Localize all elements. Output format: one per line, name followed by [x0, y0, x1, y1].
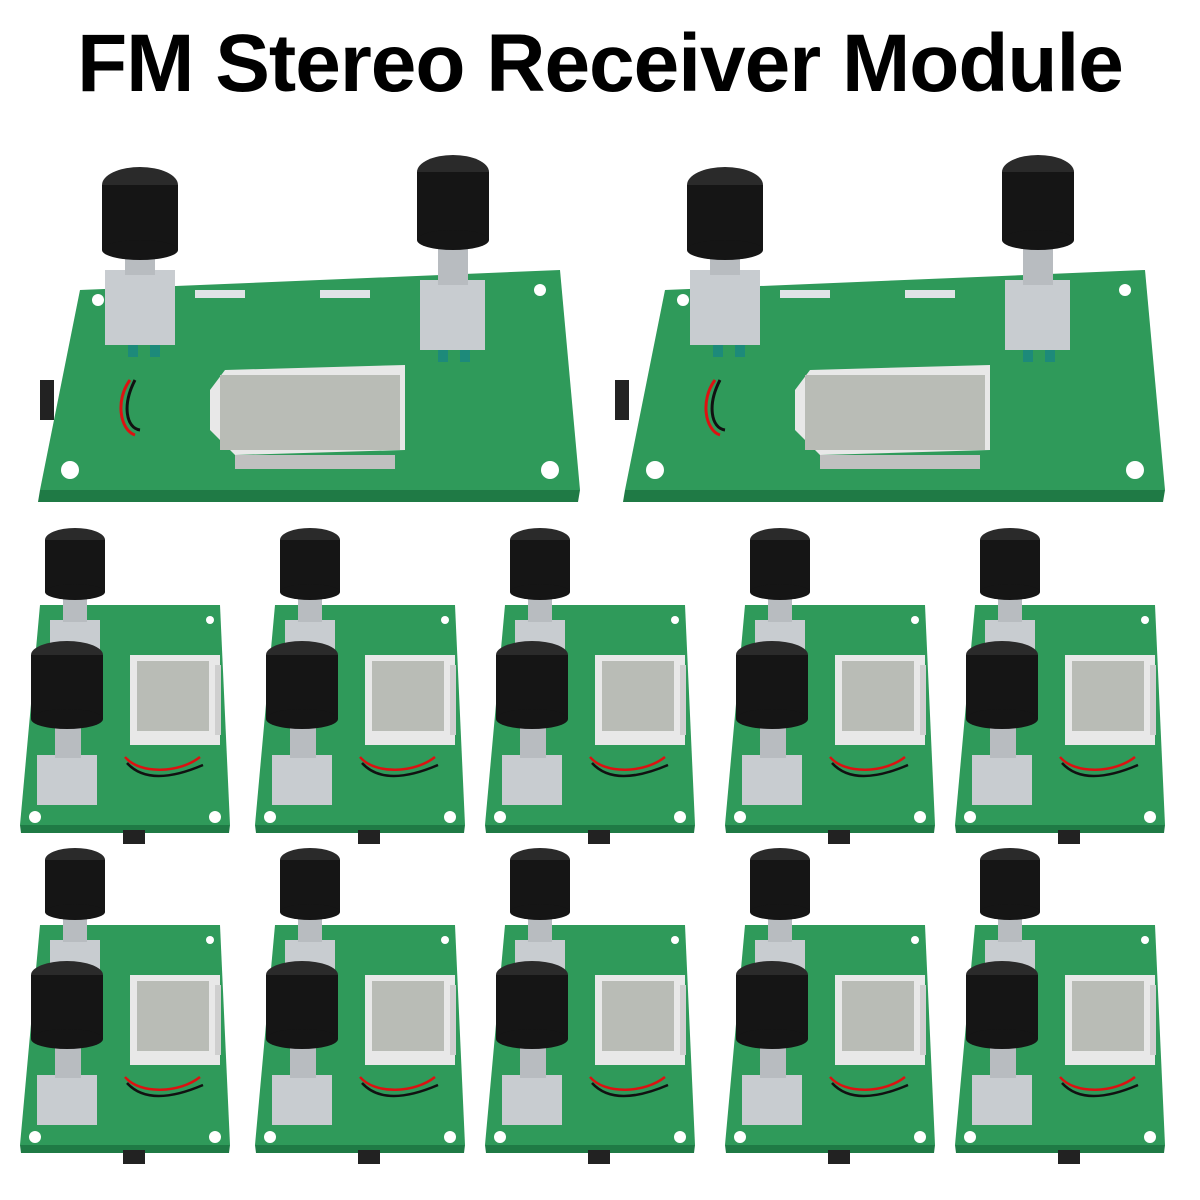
module-photo-small-9: [720, 845, 950, 1165]
module-photo-small-1: [15, 525, 245, 845]
headline: FM Stereo Receiver Module: [77, 18, 1124, 109]
module-photo-small-3: [480, 525, 710, 845]
module-photo-large-2: [605, 130, 1175, 510]
module-photo-small-7: [250, 845, 480, 1165]
module-photo-small-2: [250, 525, 480, 845]
module-large-svg-1: [38, 155, 580, 502]
module-photo-small-10: [950, 845, 1180, 1165]
module-large-svg-2: [615, 155, 1165, 502]
module-photo-small-5: [950, 525, 1180, 845]
module-photo-large-1: [20, 130, 590, 510]
module-photo-small-8: [480, 845, 710, 1165]
module-photo-small-4: [720, 525, 950, 845]
module-photo-small-6: [15, 845, 245, 1165]
